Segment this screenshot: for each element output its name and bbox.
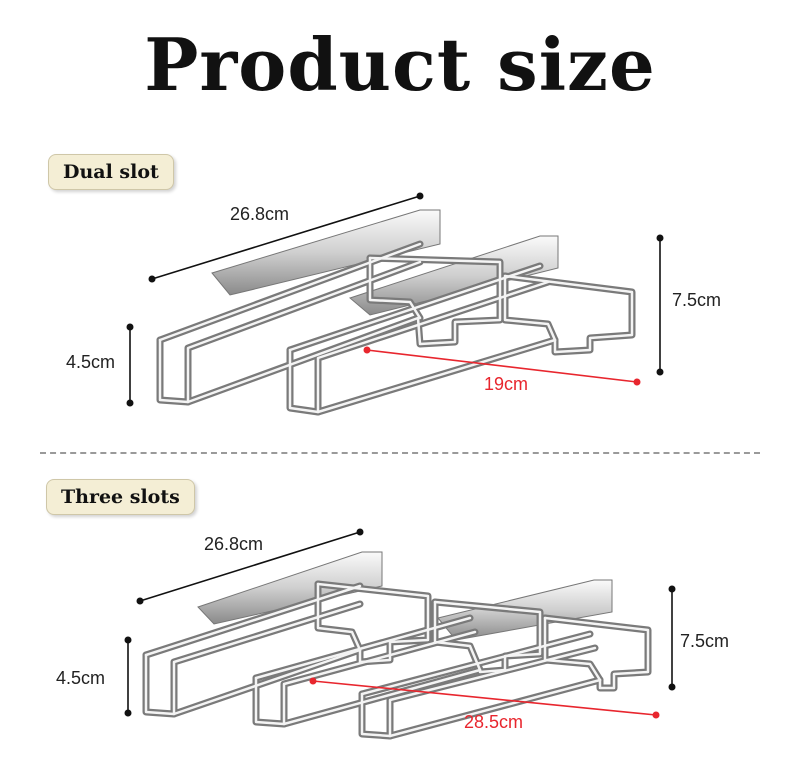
- three-slots-span-label: 28.5cm: [464, 712, 524, 732]
- span-dimension-line: [309, 677, 660, 719]
- section-tag-dual-slot: Dual slot: [48, 154, 174, 190]
- depth-dimension-line: [124, 636, 132, 717]
- height-dimension-line: [656, 234, 664, 376]
- three-slots-depth-label: 4.5cm: [56, 668, 106, 688]
- dual-slot-span-label: 19cm: [484, 374, 529, 394]
- wire-frame: [142, 580, 652, 740]
- width-dimension-line: [148, 192, 424, 283]
- wire-frame: [156, 240, 636, 416]
- three-slots-width-label: 26.8cm: [204, 534, 264, 554]
- page-title: Product size: [144, 22, 656, 107]
- section-divider: [40, 452, 760, 454]
- dual-slot-depth-label: 4.5cm: [66, 352, 116, 372]
- dual-slot-height-label: 7.5cm: [672, 290, 722, 310]
- span-dimension-line: [363, 346, 641, 386]
- dual-slot-rack-illustration: [126, 192, 664, 416]
- width-dimension-line: [136, 528, 364, 605]
- depth-dimension-line: [126, 323, 134, 407]
- three-slots-height-label: 7.5cm: [680, 631, 730, 651]
- mounting-plate: [211, 209, 559, 316]
- section-tag-three-slots: Three slots: [46, 479, 195, 515]
- height-dimension-line: [668, 585, 676, 691]
- dual-slot-width-label: 26.8cm: [230, 204, 290, 224]
